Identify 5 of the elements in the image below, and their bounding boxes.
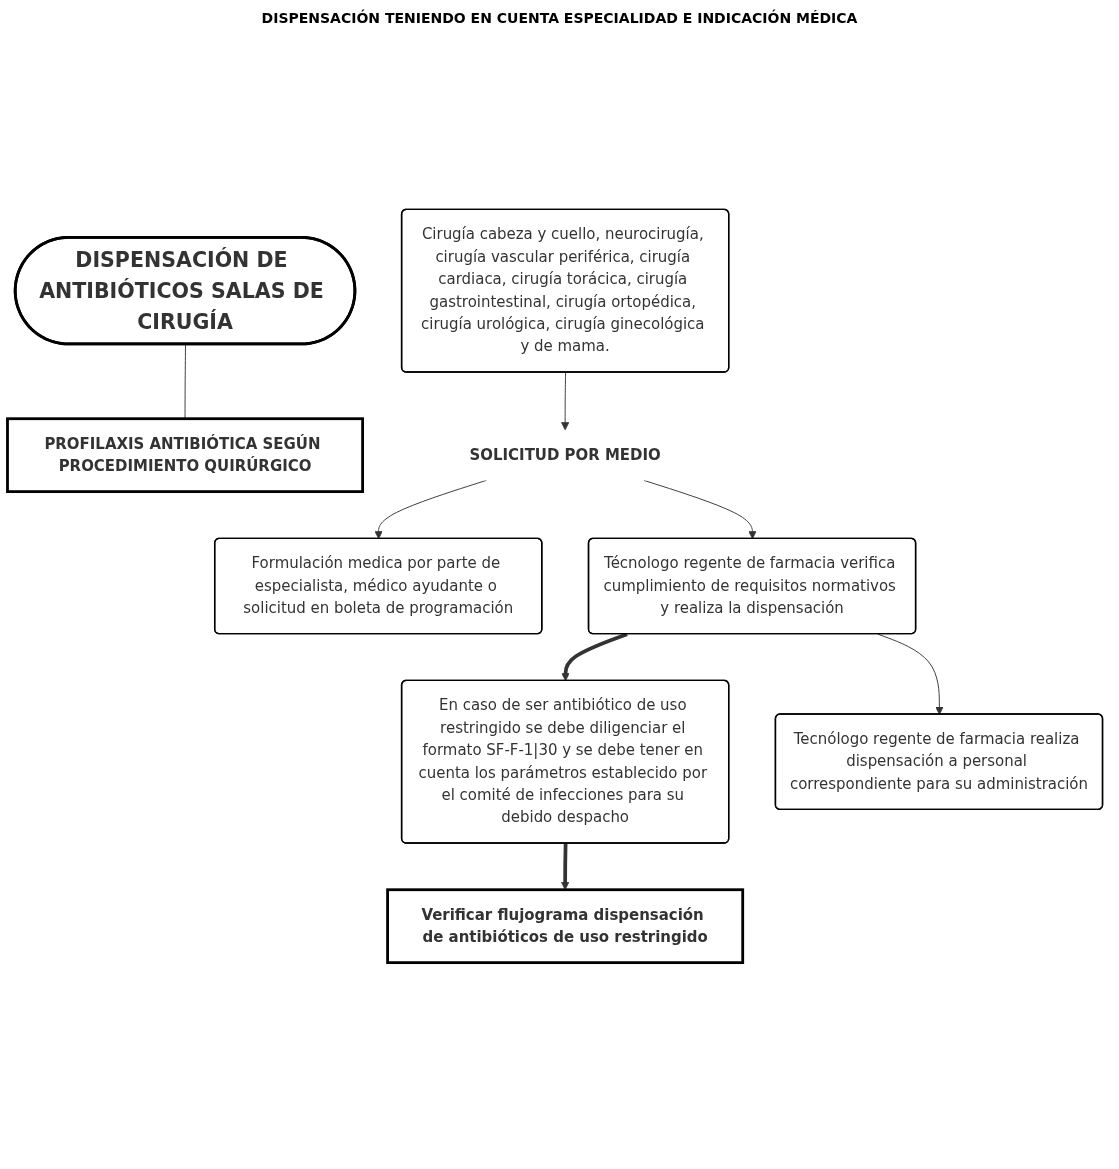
node-box: Verificar flujograma dispensación de antibióticos de uso restringido <box>386 888 745 965</box>
note-text: DISPENSACIÓN TENIENDO EN CUENTA ESPECIALIDAD E INDICACIÓN MÉDICA <box>261 10 858 26</box>
node-text: SOLICITUD POR MEDIO <box>469 445 661 464</box>
arrow <box>561 632 628 682</box>
node-box: PROFILAXIS ANTIBIÓTICA SEGÚN PROCEDIMIENTO QUIRÚRGICO <box>6 417 364 493</box>
